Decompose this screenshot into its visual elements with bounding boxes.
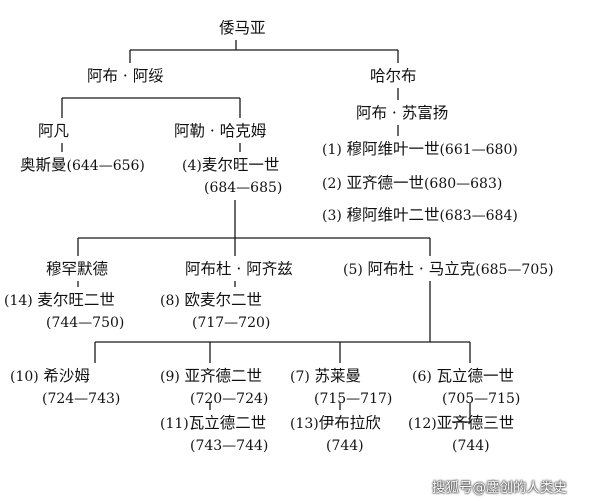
node-yazid-2: (9) 亚齐德二世 (720—724) [160, 365, 268, 410]
node-name: 伊布拉欣 [318, 414, 381, 432]
node-name: 穆阿维叶二世 [346, 206, 440, 224]
reign-number: (8) [160, 293, 180, 309]
reign-number: (6) [412, 369, 432, 385]
node-name: 欧麦尔二世 [184, 291, 262, 309]
node-name: 希沙姆 [43, 367, 90, 385]
node-name: 阿布 · 苏富扬 [356, 104, 449, 122]
node-ibrahim: (13)伊布拉欣 (744) [290, 412, 381, 457]
node-name: 阿布 · 阿绥 [87, 67, 164, 85]
reign-years: (715—717) [314, 391, 393, 407]
node-name: 奥斯曼 [20, 156, 67, 174]
node-abu-al-as: 阿布 · 阿绥 [87, 65, 164, 88]
node-walid-2: (11)瓦立德二世 (743—744) [160, 412, 268, 457]
reign-years: (744) [452, 438, 490, 454]
node-name: 亚齐德三世 [436, 414, 515, 432]
node-name: 阿勒 · 哈克姆 [174, 122, 267, 140]
node-hakam: 阿勒 · 哈克姆 [174, 120, 266, 143]
node-abd-al-aziz: 阿布杜 · 阿齐兹 [185, 258, 293, 281]
node-name: 麦尔旺二世 [37, 291, 115, 309]
node-walid-1: (6) 瓦立德一世 (705—715) [412, 365, 520, 410]
reign-number: (10) [10, 369, 39, 385]
node-name: 亚齐德一世 [346, 174, 424, 192]
node-name: 穆阿维叶一世 [346, 140, 440, 158]
reign-years: (744) [326, 438, 364, 454]
reign-years: (685—705) [475, 262, 554, 278]
watermark: 搜狐号@鏖创的人类史 [432, 480, 567, 496]
reign-number: (7) [290, 369, 310, 385]
node-name: 瓦立德二世 [188, 414, 267, 432]
node-muawiya-1: (1) 穆阿维叶一世(661—680) [322, 138, 518, 161]
reign-number: (12) [408, 416, 437, 432]
node-yazid-1: (2) 亚齐德一世(680—683) [322, 172, 502, 195]
node-name: 亚齐德二世 [184, 367, 262, 385]
node-yazid-3: (12)亚齐德三世 (744) [408, 412, 514, 457]
node-uthman: 奥斯曼(644—656) [20, 154, 145, 177]
reign-years: (720—724) [190, 391, 269, 407]
node-muhammad: 穆罕默德 [46, 258, 108, 281]
reign-number: (13) [290, 416, 319, 432]
reign-years: (705—715) [442, 391, 521, 407]
node-name: 穆罕默德 [46, 260, 109, 278]
reign-years: (717—720) [192, 315, 271, 331]
node-name: 瓦立德一世 [436, 367, 514, 385]
reign-number: (3) [322, 208, 342, 224]
reign-years: (684—685) [204, 180, 283, 196]
node-umar-2: (8) 欧麦尔二世 (717—720) [160, 289, 270, 334]
node-abd-al-malik: (5) 阿布杜 · 马立克(685—705) [343, 258, 554, 281]
node-marwan-1: (4)麦尔旺一世 (684—685) [182, 154, 282, 199]
reign-years: (680—683) [423, 176, 503, 192]
node-muawiya-2: (3) 穆阿维叶二世(683—684) [322, 204, 518, 227]
reign-years: (661—680) [439, 142, 518, 158]
node-name: 阿凡 [38, 122, 70, 140]
reign-number: (5) [343, 262, 363, 278]
node-affan: 阿凡 [38, 120, 69, 143]
node-name: 阿布杜 · 阿齐兹 [185, 260, 293, 278]
node-name: 倭马亚 [219, 19, 266, 37]
reign-years: (744—750) [46, 315, 125, 331]
reign-years: (724—743) [42, 391, 121, 407]
node-harb: 哈尔布 [370, 65, 417, 88]
reign-number: (14) [4, 293, 33, 309]
reign-number: (11) [160, 416, 189, 432]
node-sulayman: (7) 苏莱曼 (715—717) [290, 365, 392, 410]
reign-years: (644—656) [66, 158, 145, 174]
node-name: 苏莱曼 [314, 367, 361, 385]
node-umayya: 倭马亚 [219, 17, 266, 40]
reign-number: (9) [160, 369, 180, 385]
reign-years: (743—744) [190, 438, 269, 454]
reign-number: (2) [322, 176, 342, 192]
node-name: 哈尔布 [370, 67, 417, 85]
node-name: 麦尔旺一世 [201, 156, 280, 174]
node-marwan-2: (14) 麦尔旺二世 (744—750) [4, 289, 124, 334]
node-abu-sufyan: 阿布 · 苏富扬 [356, 102, 448, 125]
reign-years: (683—684) [439, 208, 518, 224]
reign-number: (4) [182, 158, 202, 174]
reign-number: (1) [322, 142, 342, 158]
node-hisham: (10) 希沙姆 (724—743) [10, 365, 120, 410]
node-name: 阿布杜 · 马立克 [367, 260, 476, 278]
